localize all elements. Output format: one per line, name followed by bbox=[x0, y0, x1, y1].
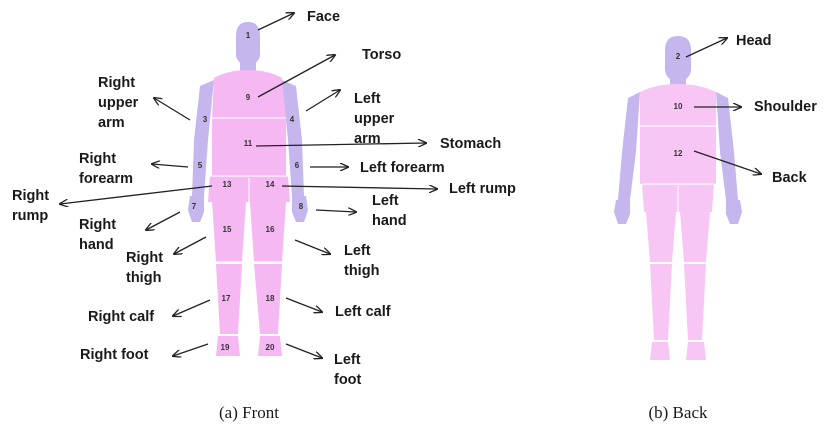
region-number: 4 bbox=[290, 115, 295, 124]
label-left-hand-2: hand bbox=[372, 213, 407, 229]
back-left-hand bbox=[726, 200, 742, 224]
label-head: Head bbox=[736, 33, 771, 49]
back-right-upper-arm bbox=[622, 92, 640, 152]
region-number: 19 bbox=[221, 343, 230, 352]
label-back: Back bbox=[772, 170, 808, 186]
back-right-hand bbox=[614, 200, 630, 224]
region-number: 5 bbox=[198, 161, 203, 170]
back-left-thigh bbox=[680, 212, 710, 262]
region-number: 16 bbox=[266, 225, 275, 234]
region-number: 1 bbox=[246, 31, 251, 40]
label-left-calf: Left calf bbox=[335, 304, 391, 320]
region-number: 18 bbox=[266, 294, 275, 303]
region-number: 13 bbox=[223, 180, 232, 189]
label-right-forearm-2: forearm bbox=[79, 171, 133, 187]
back-right-thigh bbox=[646, 212, 676, 262]
region-number: 7 bbox=[192, 202, 197, 211]
region-number: 20 bbox=[266, 343, 275, 352]
label-shoulder: Shoulder bbox=[754, 99, 817, 115]
back-right-forearm bbox=[618, 152, 636, 200]
label-right-foot: Right foot bbox=[80, 347, 149, 363]
back-labels: Head Shoulder Back bbox=[736, 33, 817, 186]
region-number: 3 bbox=[203, 115, 208, 124]
back-figure bbox=[614, 36, 742, 360]
label-left-rump: Left rump bbox=[449, 181, 516, 197]
label-left-forearm: Left forearm bbox=[360, 160, 445, 176]
region-number: 15 bbox=[223, 225, 232, 234]
back-right-calf bbox=[650, 264, 672, 340]
caption-back: (b) Back bbox=[648, 403, 708, 422]
label-torso: Torso bbox=[362, 47, 401, 63]
label-left-thigh-2: thigh bbox=[344, 263, 379, 279]
label-right-hand-2: hand bbox=[79, 237, 114, 253]
label-stomach: Stomach bbox=[440, 136, 501, 152]
label-left-thigh-1: Left bbox=[344, 243, 371, 259]
label-right-upper-arm-2: upper bbox=[98, 95, 139, 111]
region-number: 17 bbox=[222, 294, 231, 303]
label-left-upper-arm-1: Left bbox=[354, 91, 381, 107]
label-face: Face bbox=[307, 9, 340, 25]
region-number: 10 bbox=[674, 102, 683, 111]
label-right-upper-arm-3: arm bbox=[98, 115, 125, 131]
back-left-foot bbox=[686, 342, 706, 360]
label-right-hand-1: Right bbox=[79, 217, 116, 233]
back-right-foot bbox=[650, 342, 670, 360]
label-right-thigh-2: thigh bbox=[126, 270, 161, 286]
back-left-calf bbox=[684, 264, 706, 340]
label-right-calf: Right calf bbox=[88, 309, 154, 325]
region-number: 6 bbox=[295, 161, 300, 170]
label-right-rump-2: rump bbox=[12, 208, 48, 224]
label-left-hand-1: Left bbox=[372, 193, 399, 209]
label-right-forearm-1: Right bbox=[79, 151, 116, 167]
region-number: 12 bbox=[674, 149, 683, 158]
front-figure bbox=[188, 22, 308, 356]
caption-front: (a) Front bbox=[219, 403, 279, 422]
region-number: 14 bbox=[266, 180, 275, 189]
label-left-upper-arm-2: upper bbox=[354, 111, 395, 127]
region-number: 2 bbox=[676, 52, 681, 61]
label-left-foot-2: foot bbox=[334, 372, 362, 388]
label-left-upper-arm-3: arm bbox=[354, 131, 381, 147]
label-right-rump-1: Right bbox=[12, 188, 49, 204]
back-left-forearm bbox=[720, 152, 738, 200]
region-number: 9 bbox=[246, 93, 251, 102]
label-right-thigh-1: Right bbox=[126, 250, 163, 266]
front-right-upper-arm bbox=[194, 80, 214, 140]
back-left-upper-arm bbox=[716, 92, 734, 152]
label-left-foot-1: Left bbox=[334, 352, 361, 368]
label-right-upper-arm-1: Right bbox=[98, 75, 135, 91]
front-head bbox=[236, 22, 260, 66]
region-number: 11 bbox=[244, 139, 253, 148]
region-number: 8 bbox=[299, 202, 304, 211]
